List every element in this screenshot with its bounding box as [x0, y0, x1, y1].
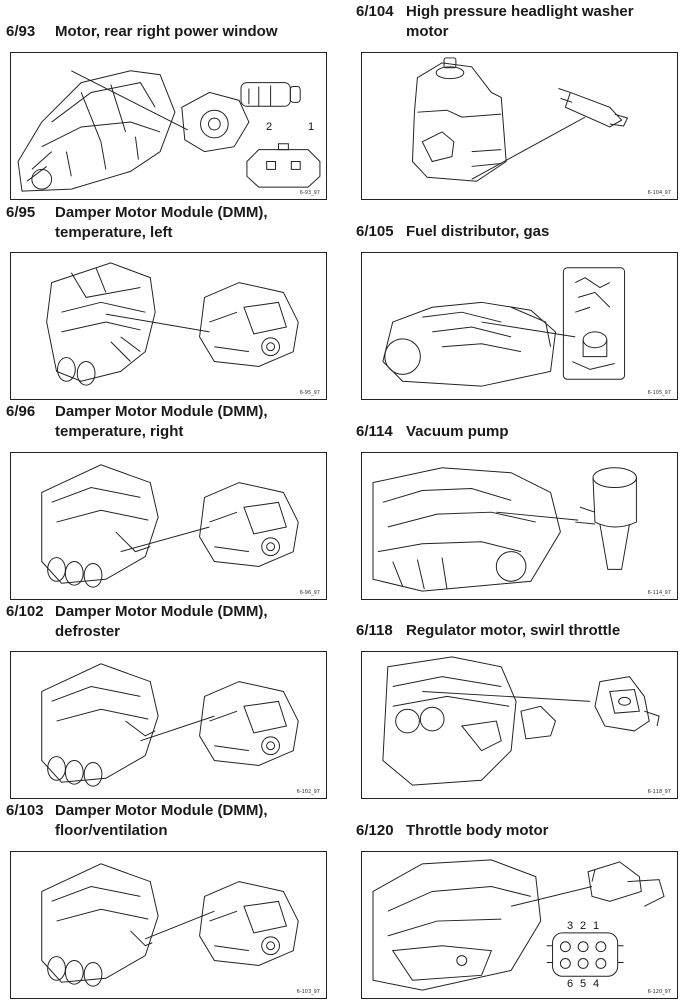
entry-code: 6/96 — [6, 403, 36, 420]
entry-title: Motor, rear right power window — [55, 23, 278, 40]
dmm-illustration — [46, 262, 299, 386]
entry-code: 6/104 — [356, 3, 394, 20]
entry-title: High pressure headlight washer motor — [406, 3, 634, 40]
figure-reference: 6-114_97 — [647, 590, 671, 596]
entry-title: Damper Motor Module (DMM), defroster — [55, 603, 268, 640]
pin-label: 3 — [567, 920, 574, 932]
figure-rear-window-motor: 2 1 6-93_97 — [10, 52, 327, 200]
entry-title: Vacuum pump — [406, 423, 509, 440]
pin-label: 1 — [593, 920, 600, 932]
dmm-illustration — [41, 863, 299, 987]
figure-fuel-distributor-gas: 6-105_97 — [361, 252, 678, 400]
dmm-illustration — [41, 663, 299, 787]
entry-title: Damper Motor Module (DMM), temperature, … — [55, 204, 268, 241]
entry-code: 6/118 — [356, 622, 393, 639]
vacuum-pump-illustration — [372, 467, 637, 592]
entry-code: 6/120 — [356, 822, 394, 839]
entry-title: Fuel distributor, gas — [406, 223, 550, 240]
entry-code: 6/95 — [6, 204, 36, 221]
entry-title: Throttle body motor — [406, 822, 549, 839]
figure-reference: 6-95_97 — [299, 390, 320, 396]
figure-reference: 6-102_97 — [296, 789, 320, 795]
pin-label: 6 — [567, 978, 574, 990]
figure-throttle-body-motor: 3 2 1 6 5 4 6-120_97 — [361, 851, 678, 999]
entry-code: 6/114 — [356, 423, 393, 440]
figure-reference: 6-105_97 — [647, 390, 671, 396]
figure-reference: 6-96_97 — [299, 590, 320, 596]
dmm-illustration — [41, 464, 299, 588]
figure-headlight-washer-motor: 6-104_97 — [361, 52, 678, 200]
figure-dmm-floor-ventilation: 6-103_97 — [10, 851, 327, 999]
figure-dmm-defroster: 6-102_97 — [10, 651, 327, 799]
entry-code: 6/102 — [6, 603, 44, 620]
pin-label: 2 — [266, 121, 273, 133]
rear-window-motor-illustration — [17, 70, 321, 192]
figure-vacuum-pump: 6-114_97 — [361, 452, 678, 600]
figure-swirl-throttle-motor: 6-118_97 — [361, 651, 678, 799]
entry-code: 6/105 — [356, 223, 394, 240]
entry-title: Damper Motor Module (DMM), floor/ventila… — [55, 802, 268, 839]
pin-label: 5 — [580, 978, 587, 990]
figure-reference: 6-120_97 — [647, 989, 671, 995]
figure-dmm-temperature-left: 6-95_97 — [10, 252, 327, 400]
entry-title: Damper Motor Module (DMM), temperature, … — [55, 403, 268, 440]
figure-reference: 6-104_97 — [647, 190, 671, 196]
throttle-body-illustration — [372, 859, 665, 991]
swirl-throttle-illustration — [382, 656, 660, 786]
figure-reference: 6-103_97 — [296, 989, 320, 995]
pin-label: 2 — [580, 920, 587, 932]
figure-reference: 6-93_97 — [299, 190, 320, 196]
pin-label: 4 — [593, 978, 600, 990]
figure-dmm-temperature-right: 6-96_97 — [10, 452, 327, 600]
pin-label: 1 — [308, 121, 315, 133]
entry-code: 6/93 — [6, 23, 36, 40]
entry-code: 6/103 — [6, 802, 44, 819]
washer-motor-illustration — [411, 57, 629, 182]
fuel-distributor-illustration — [382, 267, 626, 387]
entry-title: Regulator motor, swirl throttle — [406, 622, 621, 639]
figure-reference: 6-118_97 — [647, 789, 671, 795]
